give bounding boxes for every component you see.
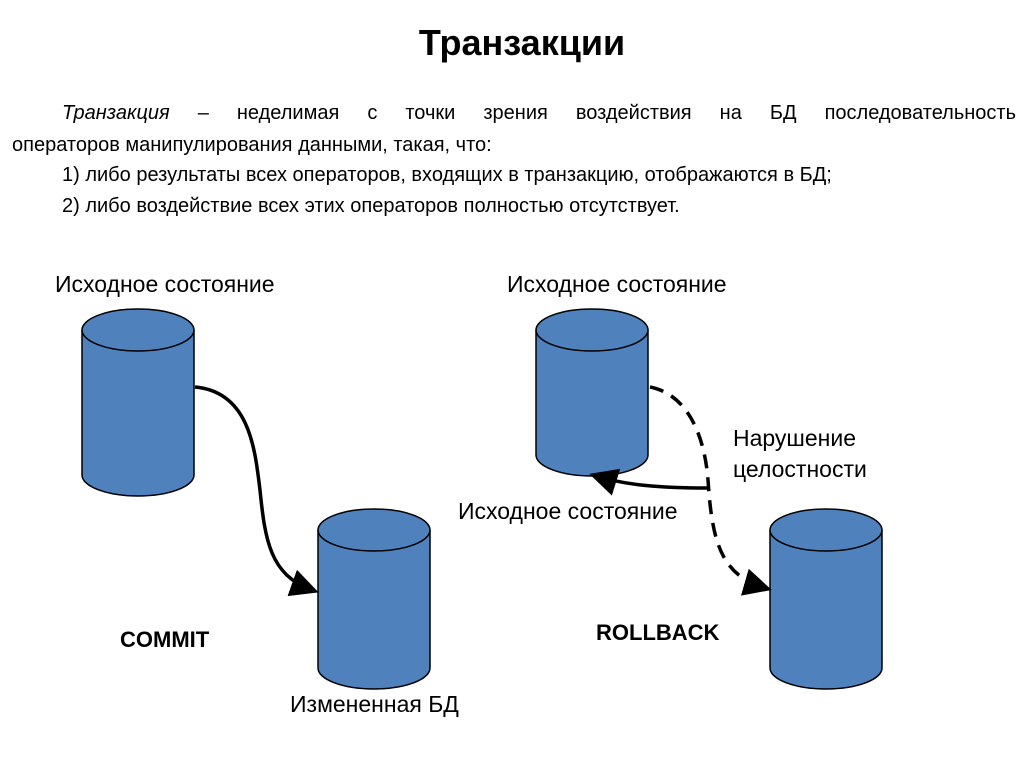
definition-item-2: 2) либо воздействие всех этих операторов… [62,195,680,217]
commit-arrow [194,385,319,597]
commit-target-label: Измененная БД [290,691,459,717]
rollback-target-db-icon [769,508,883,690]
commit-source-db-icon [81,308,195,497]
commit-label: COMMIT [120,627,210,652]
violation-label-line2: целостности [733,456,867,482]
definition-line2: операторов манипулирования данными, така… [12,134,492,156]
definition-term: Транзакция [62,102,170,124]
violation-label-line1: Нарушение [733,425,857,451]
definition-text: – неделимая с точки зрения воздействия н… [169,102,1016,124]
rollback-dashed-arrow [649,385,772,596]
commit-target-db-icon [317,508,431,690]
definition-paragraph: Транзакция – неделимая с точки зрения во… [12,98,1016,129]
rollback-return-arrow [589,468,708,496]
definition-item-1: 1) либо результаты всех операторов, вход… [62,164,832,186]
rollback-source-label: Исходное состояние [507,271,727,297]
slide-title: Транзакции [418,22,626,63]
rollback-return-label: Исходное состояние [458,498,678,524]
commit-source-label: Исходное состояние [55,271,275,297]
rollback-source-db-icon [535,308,649,477]
rollback-label: ROLLBACK [596,620,720,645]
